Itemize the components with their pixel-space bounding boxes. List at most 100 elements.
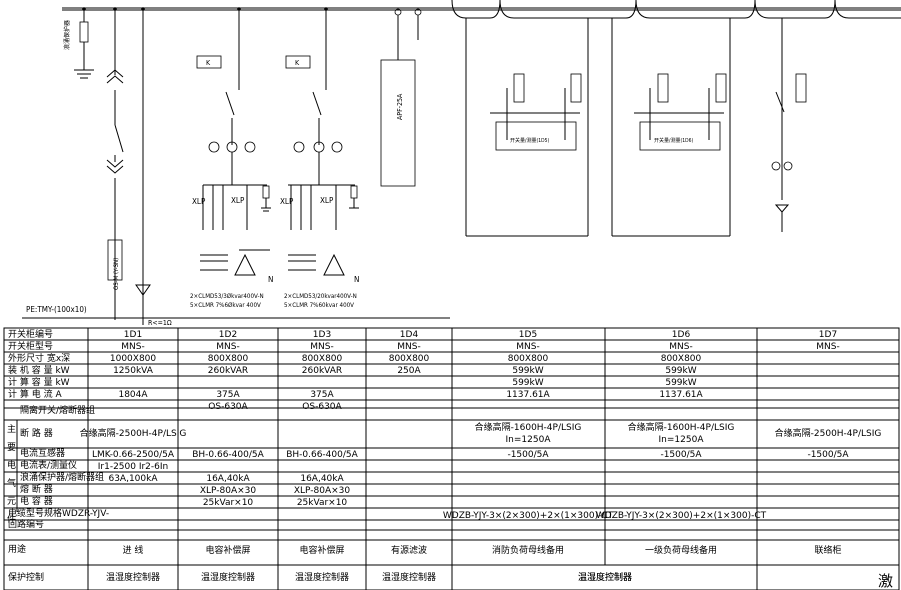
ct: -1500/5A bbox=[807, 450, 849, 460]
isolator: OS-630A bbox=[302, 402, 342, 412]
panel-model: MNS- bbox=[310, 342, 333, 352]
section-label: 件 bbox=[7, 513, 16, 525]
usage: 电容补偿屏 bbox=[205, 544, 250, 556]
r-label: R<=1Ω bbox=[148, 319, 172, 327]
row-label: 保护控制 bbox=[8, 571, 44, 583]
panel-size: 800X800 bbox=[389, 354, 430, 364]
calc-current: 375A bbox=[310, 390, 334, 400]
n-label: N bbox=[268, 275, 273, 284]
surge: 16A,40kA bbox=[206, 474, 250, 484]
row-label: 开关柜型号 bbox=[8, 340, 53, 352]
panel-id: 1D6 bbox=[672, 330, 691, 340]
cap1-spec-2: 5×CLMR 7%6Økvar 400V bbox=[190, 301, 261, 309]
row-label: 回路编号 bbox=[8, 518, 44, 530]
apf-label: APF-25A bbox=[396, 93, 404, 120]
breaker: 合缘高隔-2500H-4P/LSIG bbox=[775, 427, 882, 439]
cable: WDZB-YJY-3×(2×300)+2×(1×300)-CT bbox=[596, 511, 767, 521]
panel-model: MNS- bbox=[816, 342, 839, 352]
row-label: 浪涌保护器/熔断器组 bbox=[20, 471, 104, 483]
controller: 温湿度控制器 bbox=[201, 571, 255, 583]
controller: 温湿度控制器 bbox=[578, 571, 632, 583]
calc-load: 599kW bbox=[665, 378, 696, 388]
panel-model: MNS- bbox=[669, 342, 692, 352]
usage: 有源滤波 bbox=[391, 544, 427, 556]
row-label: 熔 断 器 bbox=[20, 483, 53, 495]
section-label: 元 bbox=[7, 497, 16, 507]
svg-text:开关量/测量(1D6): 开关量/测量(1D6) bbox=[654, 137, 693, 144]
incoming-label: OS-M (Y-SN) bbox=[113, 258, 120, 290]
panel-model: MNS- bbox=[397, 342, 420, 352]
row-label: 电流表/测量仪 bbox=[20, 459, 77, 471]
xlp-label: XLP bbox=[231, 196, 245, 205]
row-label: 用途 bbox=[8, 543, 26, 555]
ct: -1500/5A bbox=[507, 450, 549, 460]
row-label: 电流互感器 bbox=[20, 447, 65, 459]
feeder-1d5: 开关量/测量(1D5) bbox=[465, 18, 589, 237]
panel-model: MNS- bbox=[216, 342, 239, 352]
panel-id: 1D5 bbox=[519, 330, 537, 340]
usage: 电容补偿屏 bbox=[299, 544, 344, 556]
panel-id: 1D4 bbox=[400, 330, 419, 340]
panel-id: 1D2 bbox=[219, 330, 237, 340]
apf-panel: APF-25A bbox=[380, 15, 419, 187]
meter: Ir1-2500 Ir2-6In bbox=[98, 462, 169, 472]
row-label: 开关柜编号 bbox=[8, 328, 53, 340]
panel-model: MNS- bbox=[516, 342, 539, 352]
fuse: XLP-80A×30 bbox=[294, 486, 351, 496]
section-label: 主 bbox=[7, 423, 16, 435]
panel-id: 1D7 bbox=[819, 330, 837, 340]
breaker: 合缘高隔-1600H-4P/LSIG bbox=[628, 421, 735, 433]
ct: LMK-0.66-2500/5A bbox=[92, 450, 175, 460]
busbar bbox=[62, 0, 901, 19]
usage: 进 线 bbox=[123, 544, 144, 556]
fuse: XLP-80A×30 bbox=[200, 486, 257, 496]
row-label: 计 算 电 流 A bbox=[8, 388, 62, 400]
incoming-feeder: 浪涌保护器 OS-M (Y-SN) bbox=[63, 9, 151, 325]
row-label: 隔离开关/熔断器组 bbox=[20, 404, 95, 416]
panel-size: 800X800 bbox=[208, 354, 249, 364]
tie-1d7 bbox=[771, 18, 807, 232]
panel-size: 1000X800 bbox=[110, 354, 157, 364]
installed: 260kVAR bbox=[302, 366, 342, 376]
ct: -1500/5A bbox=[660, 450, 702, 460]
installed: 599kW bbox=[512, 366, 543, 376]
capacitor-panel-1: K XLP XLP N 2×CLMD53/3Økvar400V-N 5×CLMR… bbox=[190, 9, 273, 309]
breaker: 合缘高隔-1600H-4P/LSIG bbox=[475, 421, 582, 433]
spec-table bbox=[3, 327, 900, 590]
panel-size: 800X800 bbox=[508, 354, 549, 364]
calc-current: 1804A bbox=[118, 390, 148, 400]
controller: 温湿度控制器 bbox=[295, 571, 349, 583]
installed: 1250kVA bbox=[113, 366, 154, 376]
section-label: 气 bbox=[7, 477, 16, 489]
controller: 温湿度控制器 bbox=[578, 571, 632, 583]
installed: 599kW bbox=[665, 366, 696, 376]
svg-text:浪涌保护器: 浪涌保护器 bbox=[63, 20, 71, 50]
surge: 16A,40kA bbox=[300, 474, 344, 484]
k2-label: K bbox=[295, 59, 300, 67]
panel-model: MNS- bbox=[121, 342, 144, 352]
cap2-spec-2: 5×CLMR 7%60kvar 400V bbox=[284, 302, 354, 309]
cap1-spec-1: 2×CLMD53/3Økvar400V-N bbox=[190, 292, 264, 300]
surge: 63A,100kA bbox=[108, 474, 158, 484]
usage: 一级负荷母线备用 bbox=[645, 544, 717, 556]
svg-text:开关量/测量(1D5): 开关量/测量(1D5) bbox=[510, 137, 549, 144]
ct: BH-0.66-400/5A bbox=[192, 450, 264, 460]
breaker-rating: In=1250A bbox=[659, 435, 705, 445]
row-label: 电 容 器 bbox=[20, 495, 53, 507]
panel-size: 800X800 bbox=[302, 354, 343, 364]
pe-label: PE:TMY-(100x10) bbox=[26, 305, 87, 314]
panel-id: 1D3 bbox=[313, 330, 331, 340]
row-label: 计 算 容 量 kW bbox=[8, 376, 70, 388]
capacitor: 25kVar×10 bbox=[203, 498, 254, 508]
xlp-label: XLP bbox=[192, 197, 206, 206]
k1-label: K bbox=[206, 59, 211, 67]
installed: 250A bbox=[397, 366, 421, 376]
usage: 联络柜 bbox=[814, 544, 841, 556]
section-label: 电 bbox=[7, 459, 16, 471]
breaker: 合缘高隔-2500H-4P/LSIG bbox=[80, 427, 187, 439]
ct: BH-0.66-400/5A bbox=[286, 450, 358, 460]
xlp-label: XLP bbox=[320, 196, 334, 205]
capacitor: 25kVar×10 bbox=[297, 498, 348, 508]
watermark: 激 bbox=[878, 572, 893, 590]
